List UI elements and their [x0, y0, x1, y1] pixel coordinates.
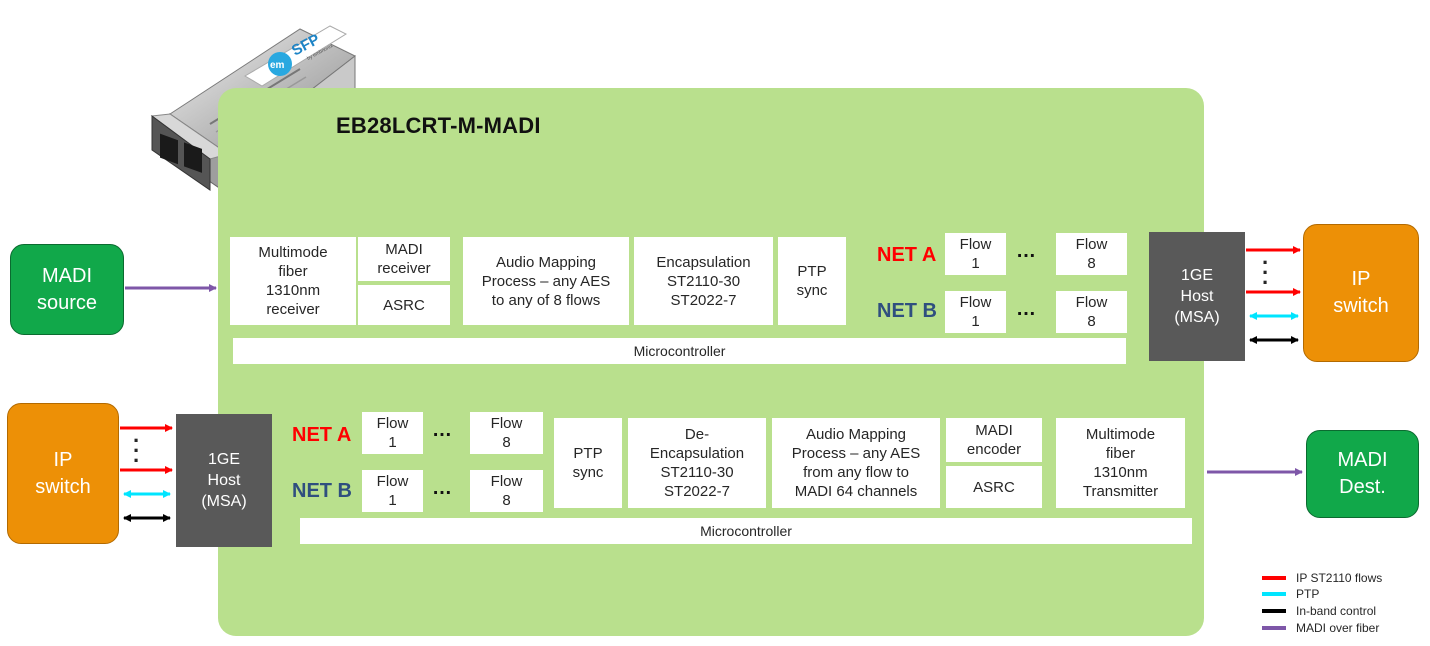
sfp-logo-em: em	[270, 60, 285, 71]
madi-encoder-block: MADI encoder	[946, 418, 1042, 462]
net-a-label-bottom: NET A	[292, 424, 352, 446]
flow-1-net-a-bottom: Flow 1	[362, 412, 423, 454]
ptp-sync-block-bottom: PTP sync	[554, 418, 622, 508]
fiber-transmitter-block: Multimode fiber 1310nm Transmitter	[1056, 418, 1185, 508]
fiber-receiver-block: Multimode fiber 1310nm receiver	[230, 237, 356, 325]
audio-mapping-block-top: Audio Mapping Process – any AES to any o…	[463, 237, 629, 325]
flow-1-net-b-bottom: Flow 1	[362, 470, 423, 512]
flow-8-net-a-bottom: Flow 8	[470, 412, 543, 454]
flow-ellipsis: …	[432, 419, 452, 441]
microcontroller-bar-bottom: Microcontroller	[300, 518, 1192, 544]
ip-switch-box-bottom: IP switch	[7, 403, 119, 544]
flow-8-net-a-top: Flow 8	[1056, 233, 1127, 275]
flow-ellipsis: …	[432, 477, 452, 499]
asrc-block-bottom: ASRC	[946, 466, 1042, 508]
microcontroller-bar-top: Microcontroller	[233, 338, 1126, 364]
audio-mapping-block-bottom: Audio Mapping Process – any AES from any…	[772, 418, 940, 508]
net-b-label-top: NET B	[877, 300, 937, 322]
flow-1-net-b-top: Flow 1	[945, 291, 1006, 333]
module-title: EB28LCRT-M-MADI	[336, 113, 541, 138]
host-msa-block-bottom: 1GE Host (MSA)	[176, 414, 272, 547]
legend-swatch	[1262, 576, 1286, 580]
legend-item-madi-fiber: MADI over fiber	[1262, 620, 1379, 636]
ptp-sync-block-top: PTP sync	[778, 237, 846, 325]
ip-switch-box-top: IP switch	[1303, 224, 1419, 362]
legend-item-control: In-band control	[1262, 603, 1376, 619]
net-b-label-bottom: NET B	[292, 480, 352, 502]
legend-label: PTP	[1296, 587, 1320, 601]
madi-receiver-block: MADI receiver	[358, 237, 450, 281]
host-msa-block-top: 1GE Host (MSA)	[1149, 232, 1245, 361]
legend-swatch	[1262, 609, 1286, 613]
legend-label: MADI over fiber	[1296, 621, 1380, 635]
decapsulation-block: De- Encapsulation ST2110-30 ST2022-7	[628, 418, 766, 508]
legend-item-ip-flows: IP ST2110 flows	[1262, 570, 1382, 586]
madi-dest-box: MADI Dest.	[1306, 430, 1419, 518]
encapsulation-block: Encapsulation ST2110-30 ST2022-7	[634, 237, 773, 325]
madi-source-box: MADI source	[10, 244, 124, 335]
flow-ellipsis: …	[1016, 298, 1036, 320]
flow-8-net-b-top: Flow 8	[1056, 291, 1127, 333]
em-logo-icon	[268, 52, 292, 76]
legend-label: IP ST2110 flows	[1296, 571, 1383, 585]
legend-swatch	[1262, 626, 1286, 630]
flow-8-net-b-bottom: Flow 8	[470, 470, 543, 512]
legend-item-ptp: PTP	[1262, 586, 1319, 602]
asrc-block-top: ASRC	[358, 285, 450, 325]
legend-label: In-band control	[1296, 604, 1377, 618]
vertical-ellipsis-top: ···	[1262, 250, 1270, 295]
flow-ellipsis: …	[1016, 240, 1036, 262]
flow-1-net-a-top: Flow 1	[945, 233, 1006, 275]
vertical-ellipsis-bottom: ···	[133, 428, 141, 473]
net-a-label-top: NET A	[877, 244, 937, 266]
legend-swatch	[1262, 592, 1286, 596]
